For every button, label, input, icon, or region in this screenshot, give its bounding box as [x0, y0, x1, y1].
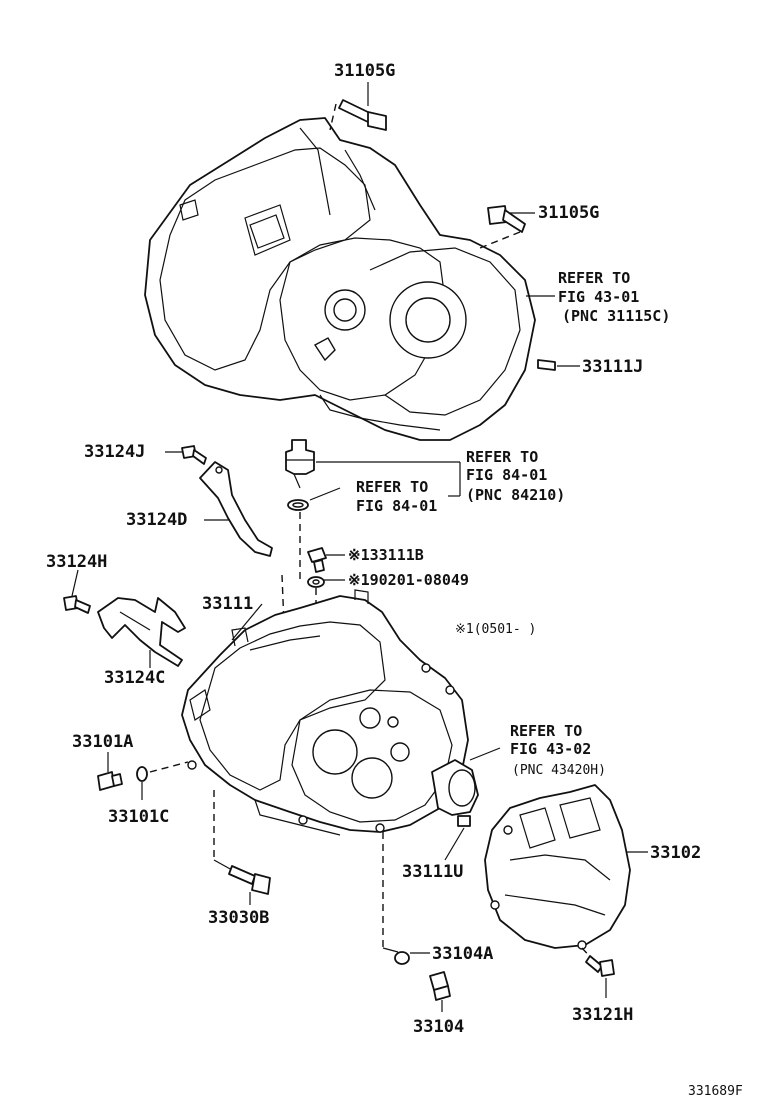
bolt-33121h: 33121H: [572, 947, 633, 1025]
ref-84-01-b-line2: FIG 84-01: [356, 497, 437, 515]
label-33104a: 33104A: [432, 944, 493, 964]
ref-84-01-a-line3: (PNC 84210): [466, 486, 565, 504]
cover-33102: 33102: [484, 784, 701, 950]
ref-43-02-line1: REFER TO: [510, 722, 582, 740]
label-31105g-side: 31105G: [538, 203, 599, 223]
plug-33101a: 33101A: [72, 732, 133, 791]
label-33101c: 33101C: [108, 807, 169, 827]
upper-transaxle-assembly: [144, 117, 536, 441]
seal-fig-43-02: REFER TO FIG 43-02 (PNC 43420H): [431, 722, 606, 816]
label-33111: 33111: [202, 594, 253, 614]
label-33121h: 33121H: [572, 1005, 633, 1025]
label-33111u: 33111U: [402, 862, 463, 882]
dowel-33111u: 33111U: [402, 815, 471, 882]
label-33111b: ※133111B: [348, 546, 424, 564]
bolt-33030b: 33030B: [208, 790, 271, 928]
label-31105g-top: 31105G: [334, 61, 395, 81]
figure-number: 331689F: [688, 1084, 743, 1099]
label-33104: 33104: [413, 1017, 464, 1037]
bolt-31105g-top: 31105G: [329, 61, 395, 131]
washer-190201: ※190201-08049: [307, 571, 469, 589]
label-33111j: 33111J: [582, 357, 643, 377]
ref-43-02-line3: (PNC 43420H): [512, 763, 606, 778]
ref-43-01-line2: FIG 43-01: [558, 288, 639, 306]
plug-33111b: ※133111B: [307, 546, 424, 573]
label-190201-08049: ※190201-08049: [348, 571, 469, 589]
bolt-33124j: 33124J: [84, 442, 207, 465]
label-33124c: 33124C: [104, 668, 165, 688]
label-33124j: 33124J: [84, 442, 145, 462]
label-33102: 33102: [650, 843, 701, 863]
bracket-33124d: 33124D: [126, 461, 273, 557]
ref-fig-43-01: REFER TO FIG 43-01 (PNC 31115C): [526, 269, 670, 325]
bolt-33124h: 33124H: [46, 552, 107, 614]
label-33030b: 33030B: [208, 908, 269, 928]
label-33124h: 33124H: [46, 552, 107, 572]
gasket-84-01: REFER TO FIG 84-01: [287, 478, 437, 515]
ref-43-01-line3: (PNC 31115C): [562, 307, 670, 325]
lever-33124c: 33124C: [97, 597, 186, 688]
gasket-33104a: 33104A: [382, 832, 493, 965]
switch-84210: REFER TO FIG 84-01 (PNC 84210): [285, 439, 565, 504]
footnote-production-date: ※1(0501- ): [455, 622, 536, 637]
label-33101a: 33101A: [72, 732, 133, 752]
ref-43-02-line2: FIG 43-02: [510, 740, 591, 758]
gasket-33101c: 33101C: [108, 761, 189, 827]
plug-33104: 33104: [413, 971, 464, 1037]
ref-84-01-a-line2: FIG 84-01: [466, 466, 547, 484]
transaxle-case-33111: 33111: [181, 589, 469, 836]
ref-43-01-line1: REFER TO: [558, 269, 630, 287]
label-33124d: 33124D: [126, 510, 187, 530]
bolt-31105g-side: 31105G: [479, 203, 599, 249]
ref-84-01-b-line1: REFER TO: [356, 478, 428, 496]
dowel-33111j: 33111J: [537, 357, 643, 377]
ref-84-01-a-line1: REFER TO: [466, 448, 538, 466]
